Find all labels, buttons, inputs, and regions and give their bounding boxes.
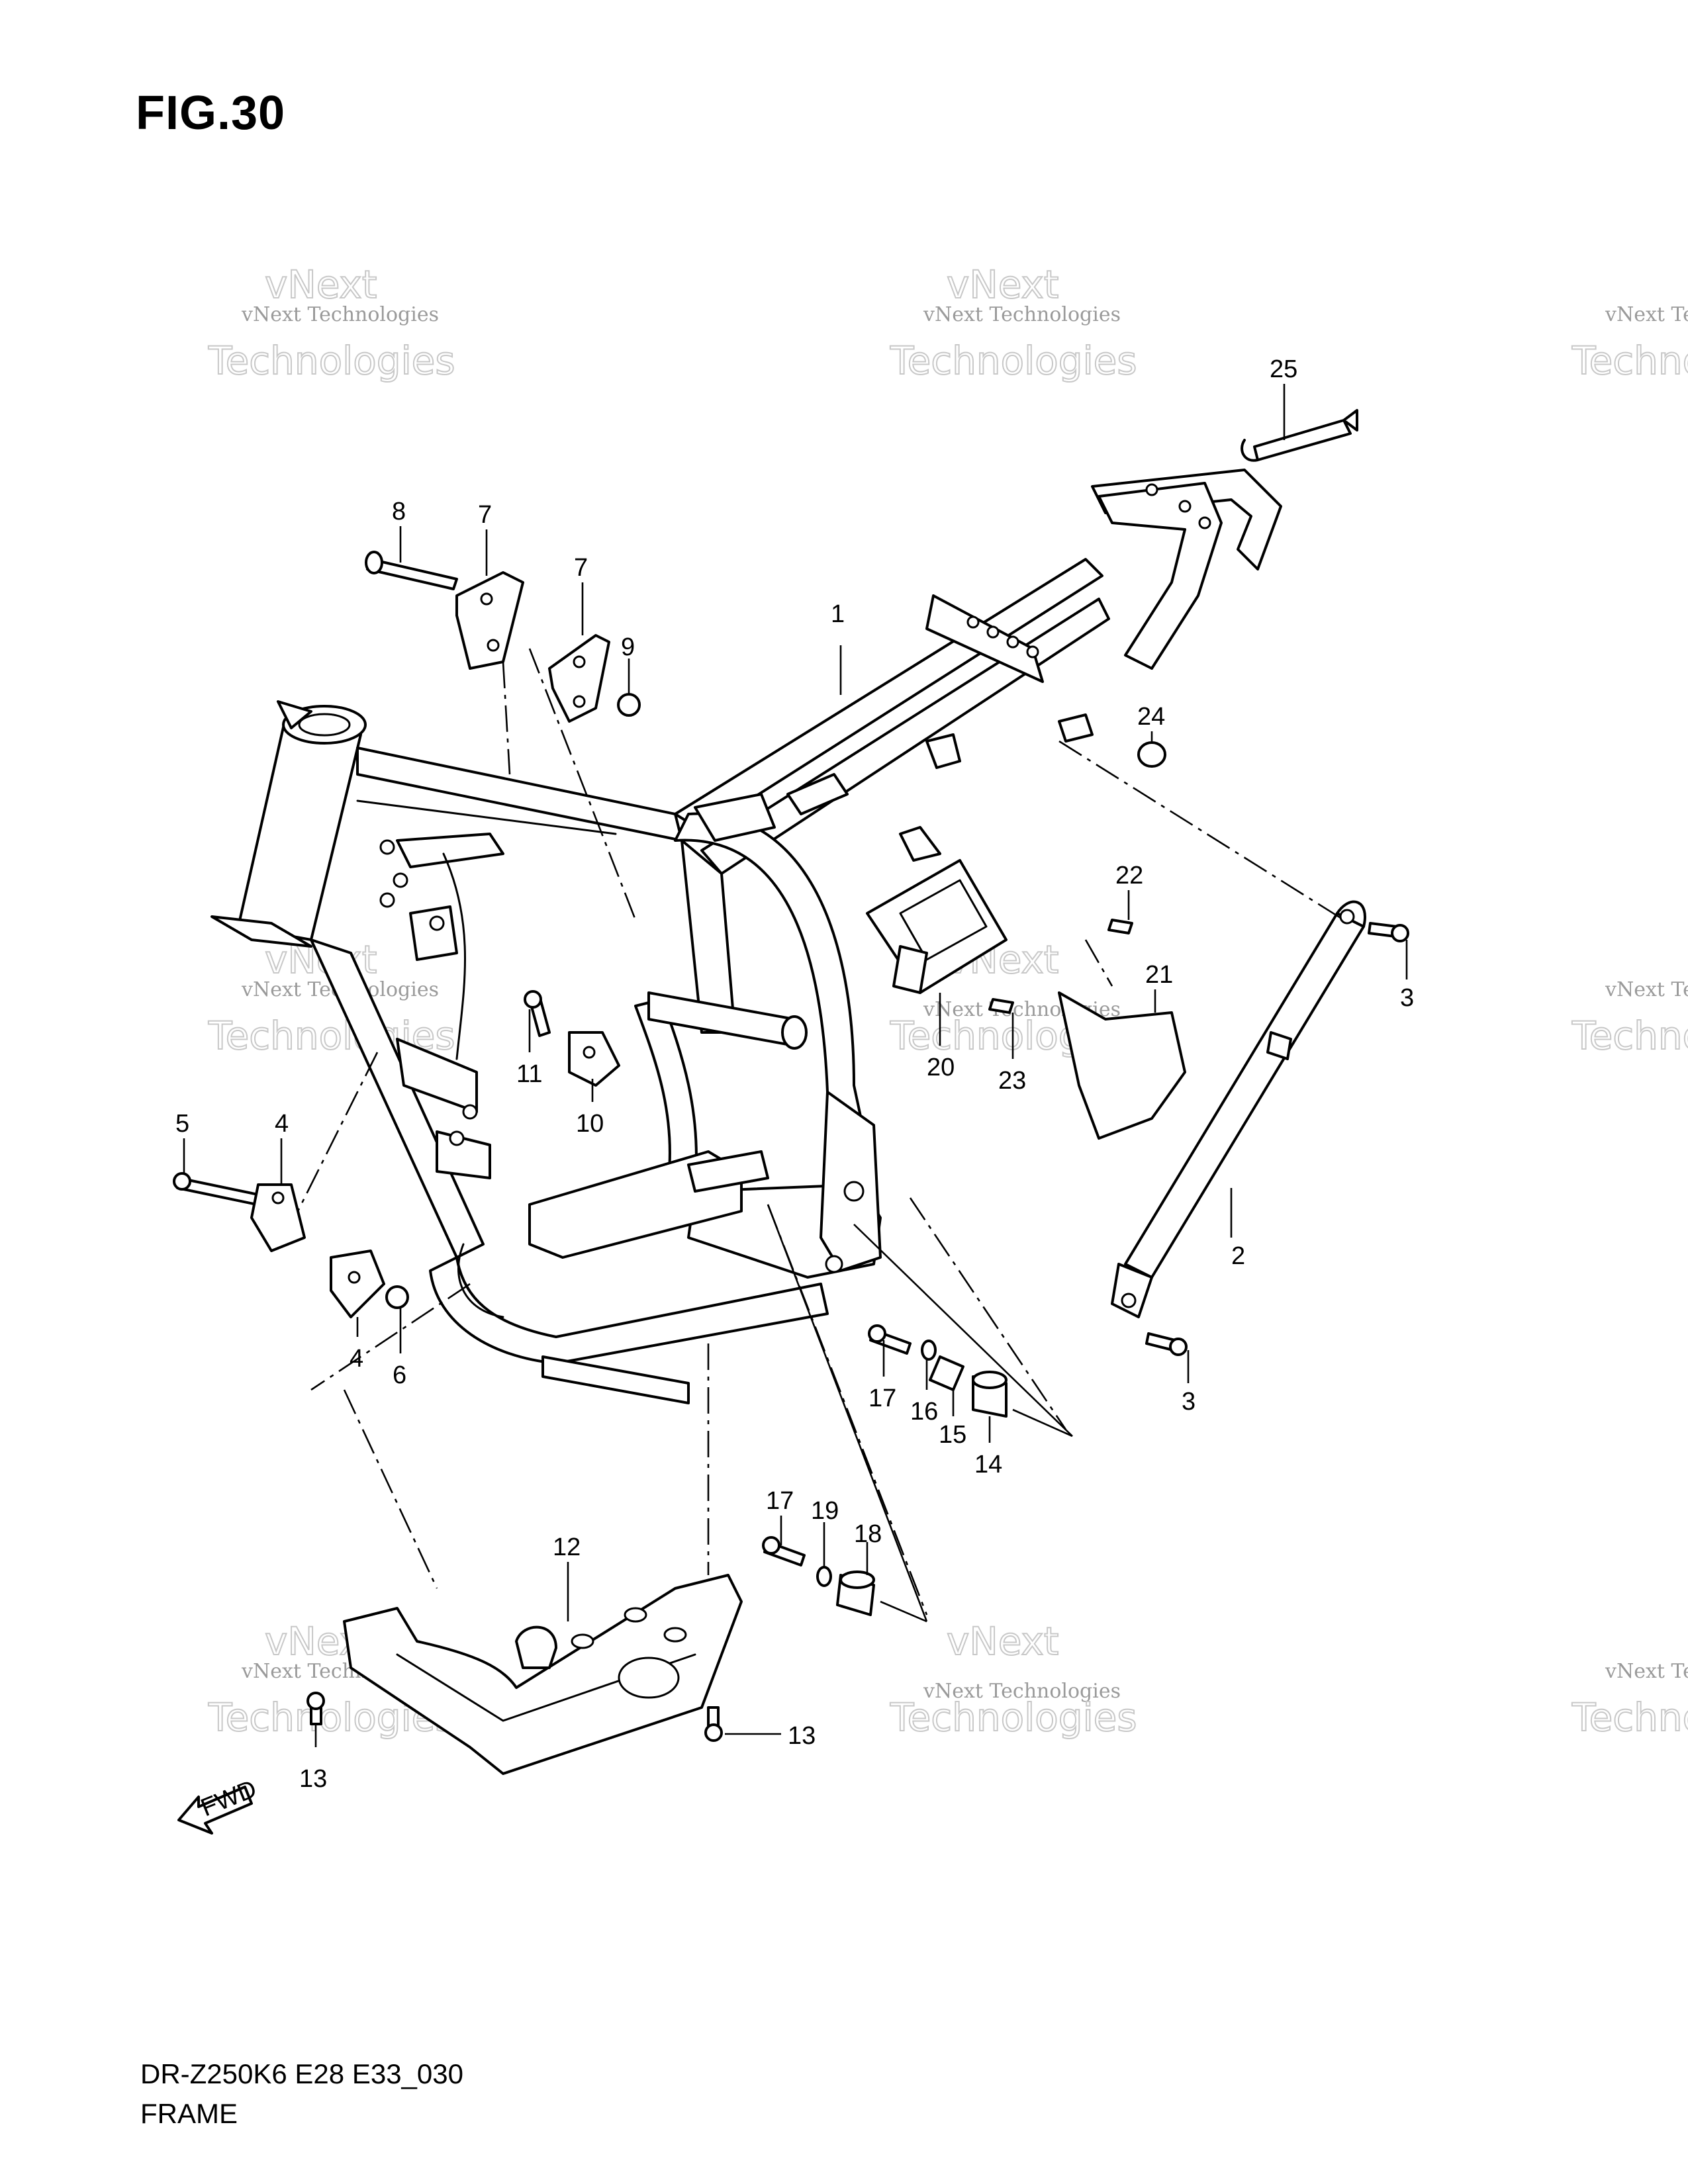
fwd-label: FWD: [197, 1775, 261, 1822]
label-part-6: 6: [393, 1361, 406, 1389]
svg-text:vNext Technologies: vNext Technologies: [1605, 1660, 1688, 1683]
label-part-20: 20: [927, 1054, 955, 1081]
label-part-3-lower: 3: [1182, 1388, 1196, 1416]
label-part-18: 18: [854, 1520, 882, 1548]
svg-text:Technologies: Technologies: [1571, 338, 1688, 383]
svg-text:vNext Technologies: vNext Technologies: [241, 303, 439, 326]
part-21-guard[interactable]: [1058, 991, 1186, 1140]
part-16-washer[interactable]: [921, 1340, 937, 1361]
svg-text:vNext Technologies: vNext Technologies: [923, 1680, 1121, 1703]
figure-title: FIG.30: [136, 87, 286, 140]
label-part-9: 9: [621, 633, 635, 661]
rear-frame-brace[interactable]: [1111, 900, 1366, 1318]
svg-text:Technologies: Technologies: [890, 1695, 1137, 1740]
label-part-3-upper: 3: [1400, 984, 1414, 1012]
part-10-bracket[interactable]: [568, 1031, 620, 1087]
svg-text:vNext Technologies: vNext Technologies: [1605, 978, 1688, 1001]
svg-text:Technologies: Technologies: [890, 338, 1137, 383]
fwd-arrow-icon: FWD: [177, 1775, 261, 1835]
label-part-14: 14: [974, 1451, 1002, 1479]
label-part-15: 15: [939, 1421, 966, 1449]
label-part-22: 22: [1115, 862, 1143, 889]
label-part-23: 23: [998, 1067, 1026, 1095]
label-part-17-lower: 17: [766, 1487, 794, 1515]
label-part-16: 16: [910, 1398, 938, 1426]
label-part-13-left: 13: [299, 1765, 327, 1793]
part-4-bracket-bottom[interactable]: [330, 1250, 385, 1318]
label-part-24: 24: [1137, 703, 1165, 731]
svg-text:Technologies: Technologies: [1571, 1013, 1688, 1058]
svg-text:Technologies: Technologies: [208, 338, 455, 383]
part-4-bracket-top[interactable]: [250, 1183, 306, 1252]
label-part-12: 12: [553, 1533, 581, 1561]
part-labels: 1 2 3 3 4 4 5 6 7 7 8 9 10 11 12 13 13 1…: [175, 355, 1414, 1793]
part-7-bracket-right[interactable]: [548, 634, 610, 723]
svg-text:vNext: vNext: [947, 262, 1058, 307]
label-part-10: 10: [576, 1110, 604, 1138]
svg-text:Technologies: Technologies: [1571, 1695, 1688, 1740]
svg-text:vNext Technologies: vNext Technologies: [923, 303, 1121, 326]
watermark-bottom-right: vNext Technologies Technologies: [1571, 1660, 1688, 1741]
label-part-21: 21: [1145, 961, 1173, 989]
watermark-group: vNext vNext Technologies Technologies vN…: [207, 261, 1688, 1741]
label-part-1: 1: [831, 600, 845, 628]
label-part-8: 8: [392, 498, 406, 525]
watermark-top-center: vNext vNext Technologies Technologies: [889, 261, 1138, 384]
svg-text:vNext Technologies: vNext Technologies: [1605, 303, 1688, 326]
part-9-nut[interactable]: [617, 693, 641, 717]
svg-text:vNext: vNext: [947, 1619, 1058, 1664]
watermark-top-right: vNext Technologies Technologies: [1571, 303, 1688, 384]
small-parts: [173, 409, 1409, 1742]
label-part-4-upper: 4: [275, 1110, 289, 1138]
leader-lines: [183, 384, 1408, 1747]
label-part-5: 5: [175, 1110, 189, 1138]
part-15-collar[interactable]: [929, 1355, 964, 1391]
main-frame[interactable]: [211, 469, 1282, 1404]
part-24-cap[interactable]: [1137, 741, 1166, 768]
label-part-19: 19: [811, 1497, 839, 1525]
label-part-17-upper: 17: [868, 1385, 896, 1412]
label-part-7-right: 7: [574, 554, 588, 582]
label-part-7-left: 7: [478, 501, 492, 529]
label-part-11: 11: [516, 1060, 542, 1088]
part-7-bracket-left[interactable]: [455, 571, 524, 670]
watermark-bottom-center: vNext vNext Technologies Technologies: [889, 1618, 1138, 1741]
watermark-mid-right: vNext Technologies Technologies: [1571, 978, 1688, 1059]
svg-text:vNext: vNext: [265, 262, 377, 307]
section-name: FRAME: [140, 2098, 238, 2129]
model-code: DR-Z250K6 E28 E33_030: [140, 2058, 463, 2089]
label-part-13-right: 13: [788, 1722, 816, 1750]
part-22-bolt[interactable]: [1107, 919, 1133, 934]
part-6-nut[interactable]: [385, 1285, 409, 1309]
watermark-top-left: vNext vNext Technologies Technologies: [207, 261, 456, 384]
label-part-25: 25: [1270, 355, 1297, 383]
part-19-washer[interactable]: [816, 1566, 832, 1587]
skid-plate[interactable]: [343, 1574, 743, 1775]
part-23-bolt[interactable]: [988, 998, 1014, 1014]
part-25-spanner[interactable]: [1241, 409, 1358, 462]
label-part-4-lower: 4: [350, 1345, 363, 1373]
label-part-2: 2: [1231, 1242, 1245, 1270]
